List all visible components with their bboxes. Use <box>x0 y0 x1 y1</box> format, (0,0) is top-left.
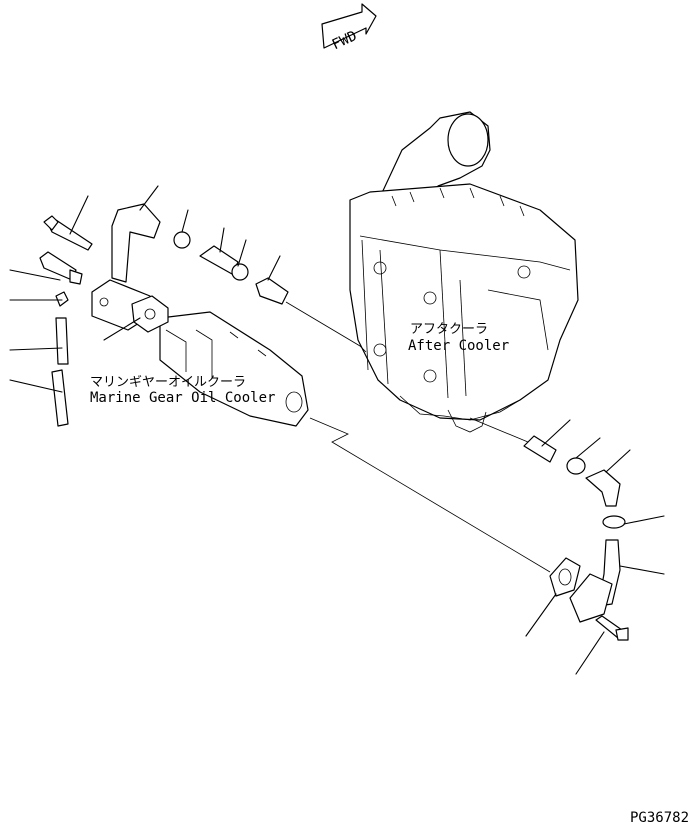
fwd-arrow: FWD <box>321 3 377 53</box>
marine-gear-oil-cooler <box>159 311 309 427</box>
connection-line-lower <box>309 417 551 573</box>
clamp-2 <box>231 263 249 281</box>
adapter-left <box>39 251 83 285</box>
bolt-left <box>43 215 93 251</box>
connector-middle <box>255 277 289 305</box>
clip-left <box>55 291 69 307</box>
hose-elbow-right <box>585 469 621 507</box>
hose-short-left <box>55 317 69 365</box>
connection-line-upper <box>285 301 367 353</box>
tube-long-left <box>51 369 69 427</box>
leader-lines <box>9 185 665 675</box>
connector-right <box>523 435 557 463</box>
oil-cooler-label-jp: マリンギヤーオイルクーラ <box>90 375 246 390</box>
after-cooler-label-en: After Cooler <box>408 338 509 354</box>
clamp-1 <box>173 231 191 249</box>
hose-middle <box>199 245 239 275</box>
drawing-number: PG36782 <box>630 810 689 826</box>
oil-cooler-label-en: Marine Gear Oil Cooler <box>90 390 275 406</box>
clamp-right <box>566 457 586 475</box>
connection-line-right <box>469 417 529 443</box>
after-cooler-label-jp: アフタクーラ <box>410 322 488 337</box>
bolt-right <box>595 615 629 641</box>
pipe-with-flange-left <box>91 203 169 333</box>
after-cooler <box>349 111 579 433</box>
pipe-with-flange-right <box>569 539 621 623</box>
clamp-right-lower <box>602 515 626 529</box>
gasket-right <box>549 557 581 597</box>
